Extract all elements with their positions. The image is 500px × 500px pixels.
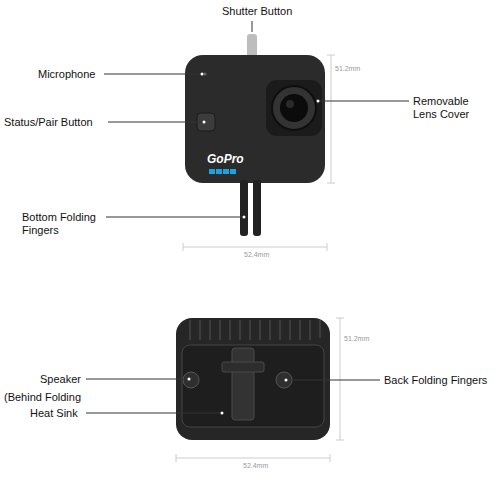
lens-cover — [272, 86, 316, 130]
fingers-mount — [222, 362, 264, 372]
logo-square — [223, 169, 229, 174]
leader-line — [86, 379, 189, 380]
leader-dot — [201, 73, 204, 76]
part-label: (Behind Folding — [4, 391, 81, 404]
leader-line — [106, 217, 242, 218]
part-label: Shutter Button — [222, 5, 292, 18]
lens-glass — [280, 94, 308, 122]
logo-square — [230, 169, 236, 174]
dimension-tick — [327, 243, 328, 251]
camera-body — [185, 55, 325, 183]
folding-finger — [253, 180, 261, 236]
leader-line — [252, 21, 253, 32]
leader-dot — [285, 379, 288, 382]
dimension-line — [176, 458, 330, 459]
lens-bezel — [266, 80, 322, 136]
part-label: Removable Lens Cover — [413, 95, 495, 121]
leader-line — [318, 101, 409, 102]
dimension-text: 52.4mm — [243, 461, 268, 470]
leader-dot — [203, 121, 206, 124]
dimension-tick — [183, 243, 184, 251]
back-plate — [182, 345, 324, 427]
logo-square — [209, 169, 215, 174]
part-label: Speaker — [40, 373, 81, 386]
dimension-tick — [330, 454, 331, 462]
part-label: Microphone — [38, 68, 95, 81]
speaker-hole — [183, 372, 199, 388]
folding-finger — [240, 180, 248, 236]
dimension-text: 51.2mm — [335, 64, 360, 73]
leader-dot — [221, 412, 224, 415]
fingers-mount — [232, 348, 254, 420]
logo-square — [216, 169, 222, 174]
microphone-hole — [203, 72, 206, 75]
dimension-text: 51.2mm — [344, 334, 369, 343]
dimension-tick — [336, 318, 344, 319]
heat-sink-fins — [190, 320, 320, 340]
dimension-tick — [327, 183, 335, 184]
brand-logo: GoPro — [207, 152, 244, 166]
leader-dot — [188, 378, 191, 381]
part-label: Status/Pair Button — [4, 116, 93, 129]
dimension-tick — [336, 440, 344, 441]
camera-back-body — [176, 318, 330, 440]
leader-line — [104, 74, 202, 75]
dimension-line — [340, 318, 341, 440]
leader-line — [108, 122, 204, 123]
dimension-text: 52.4mm — [244, 250, 269, 259]
dimension-line — [183, 247, 327, 248]
dimension-tick — [327, 55, 335, 56]
leader-dot — [243, 216, 246, 219]
leader-line — [286, 380, 380, 381]
shutter-button — [247, 34, 257, 58]
dimension-line — [331, 55, 332, 183]
part-label: Bottom Folding Fingers — [22, 211, 104, 237]
part-label: Back Folding Fingers — [384, 374, 487, 387]
leader-line — [86, 413, 221, 414]
lens-reflection — [286, 100, 294, 108]
leader-dot — [317, 100, 320, 103]
dimension-tick — [176, 454, 177, 462]
part-label: Heat Sink — [30, 407, 78, 420]
